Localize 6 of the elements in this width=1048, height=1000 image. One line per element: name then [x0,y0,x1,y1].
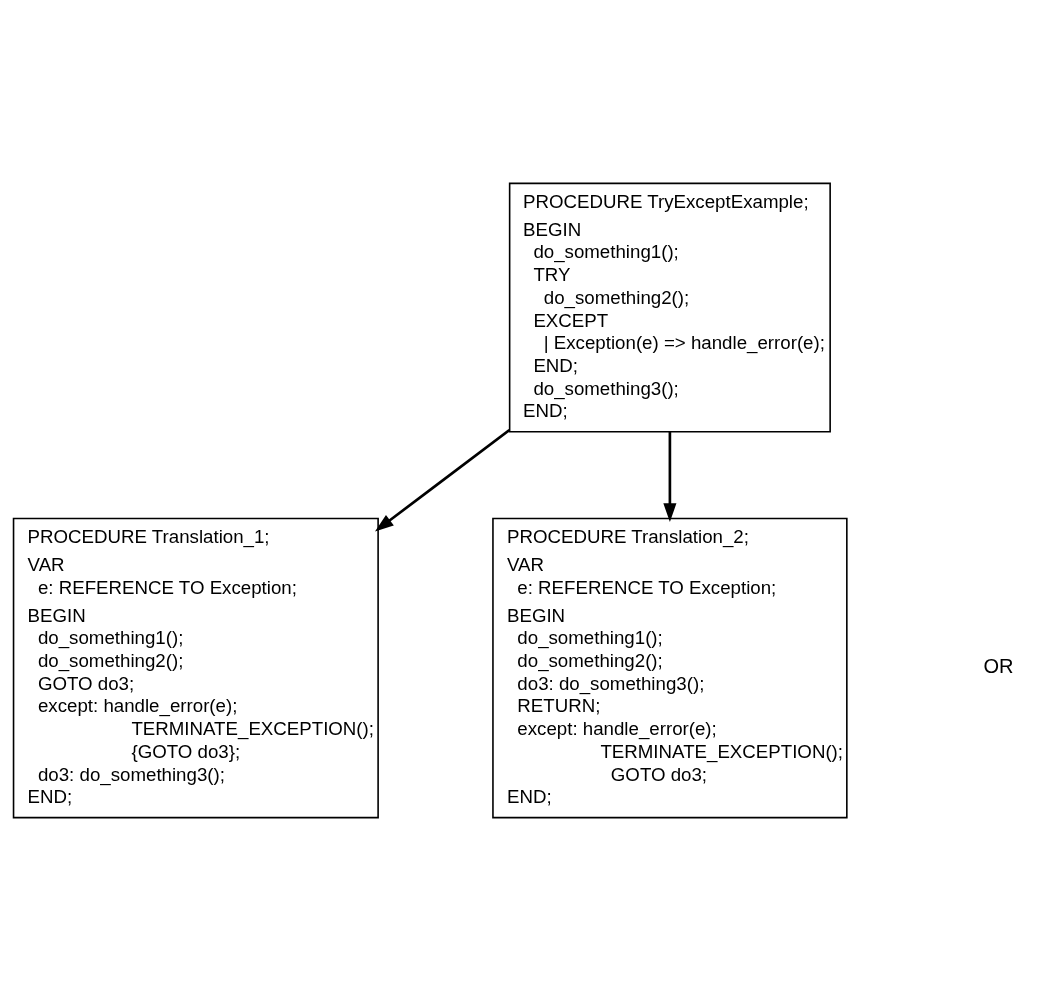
label: OR [983,654,1014,677]
arrow [663,431,677,522]
node-box: PROCEDURE Translation_2; VAR e: REFERENCE TO Exception; BEGIN do_something1(); do_something2(); do3: do_something3(); RETURN; except: handle_error(e); TERMINATE_EXCEPTION(); GOTO do3; END; [492,517,848,818]
node-box: PROCEDURE TryExceptExample; BEGIN do_something1(); TRY do_something2(); EXCEPT | Exception(e) => handle_error(e); END; do_something3(); END; [508,182,831,433]
node-box: PROCEDURE Translation_1; VAR e: REFERENCE TO Exception; BEGIN do_something1(); do_something2(); GOTO do3; except: handle_error(e); TERMINATE_EXCEPTION(); {GOTO do3}; do3: do_something3(); END; [12,517,379,818]
arrow [374,428,511,531]
